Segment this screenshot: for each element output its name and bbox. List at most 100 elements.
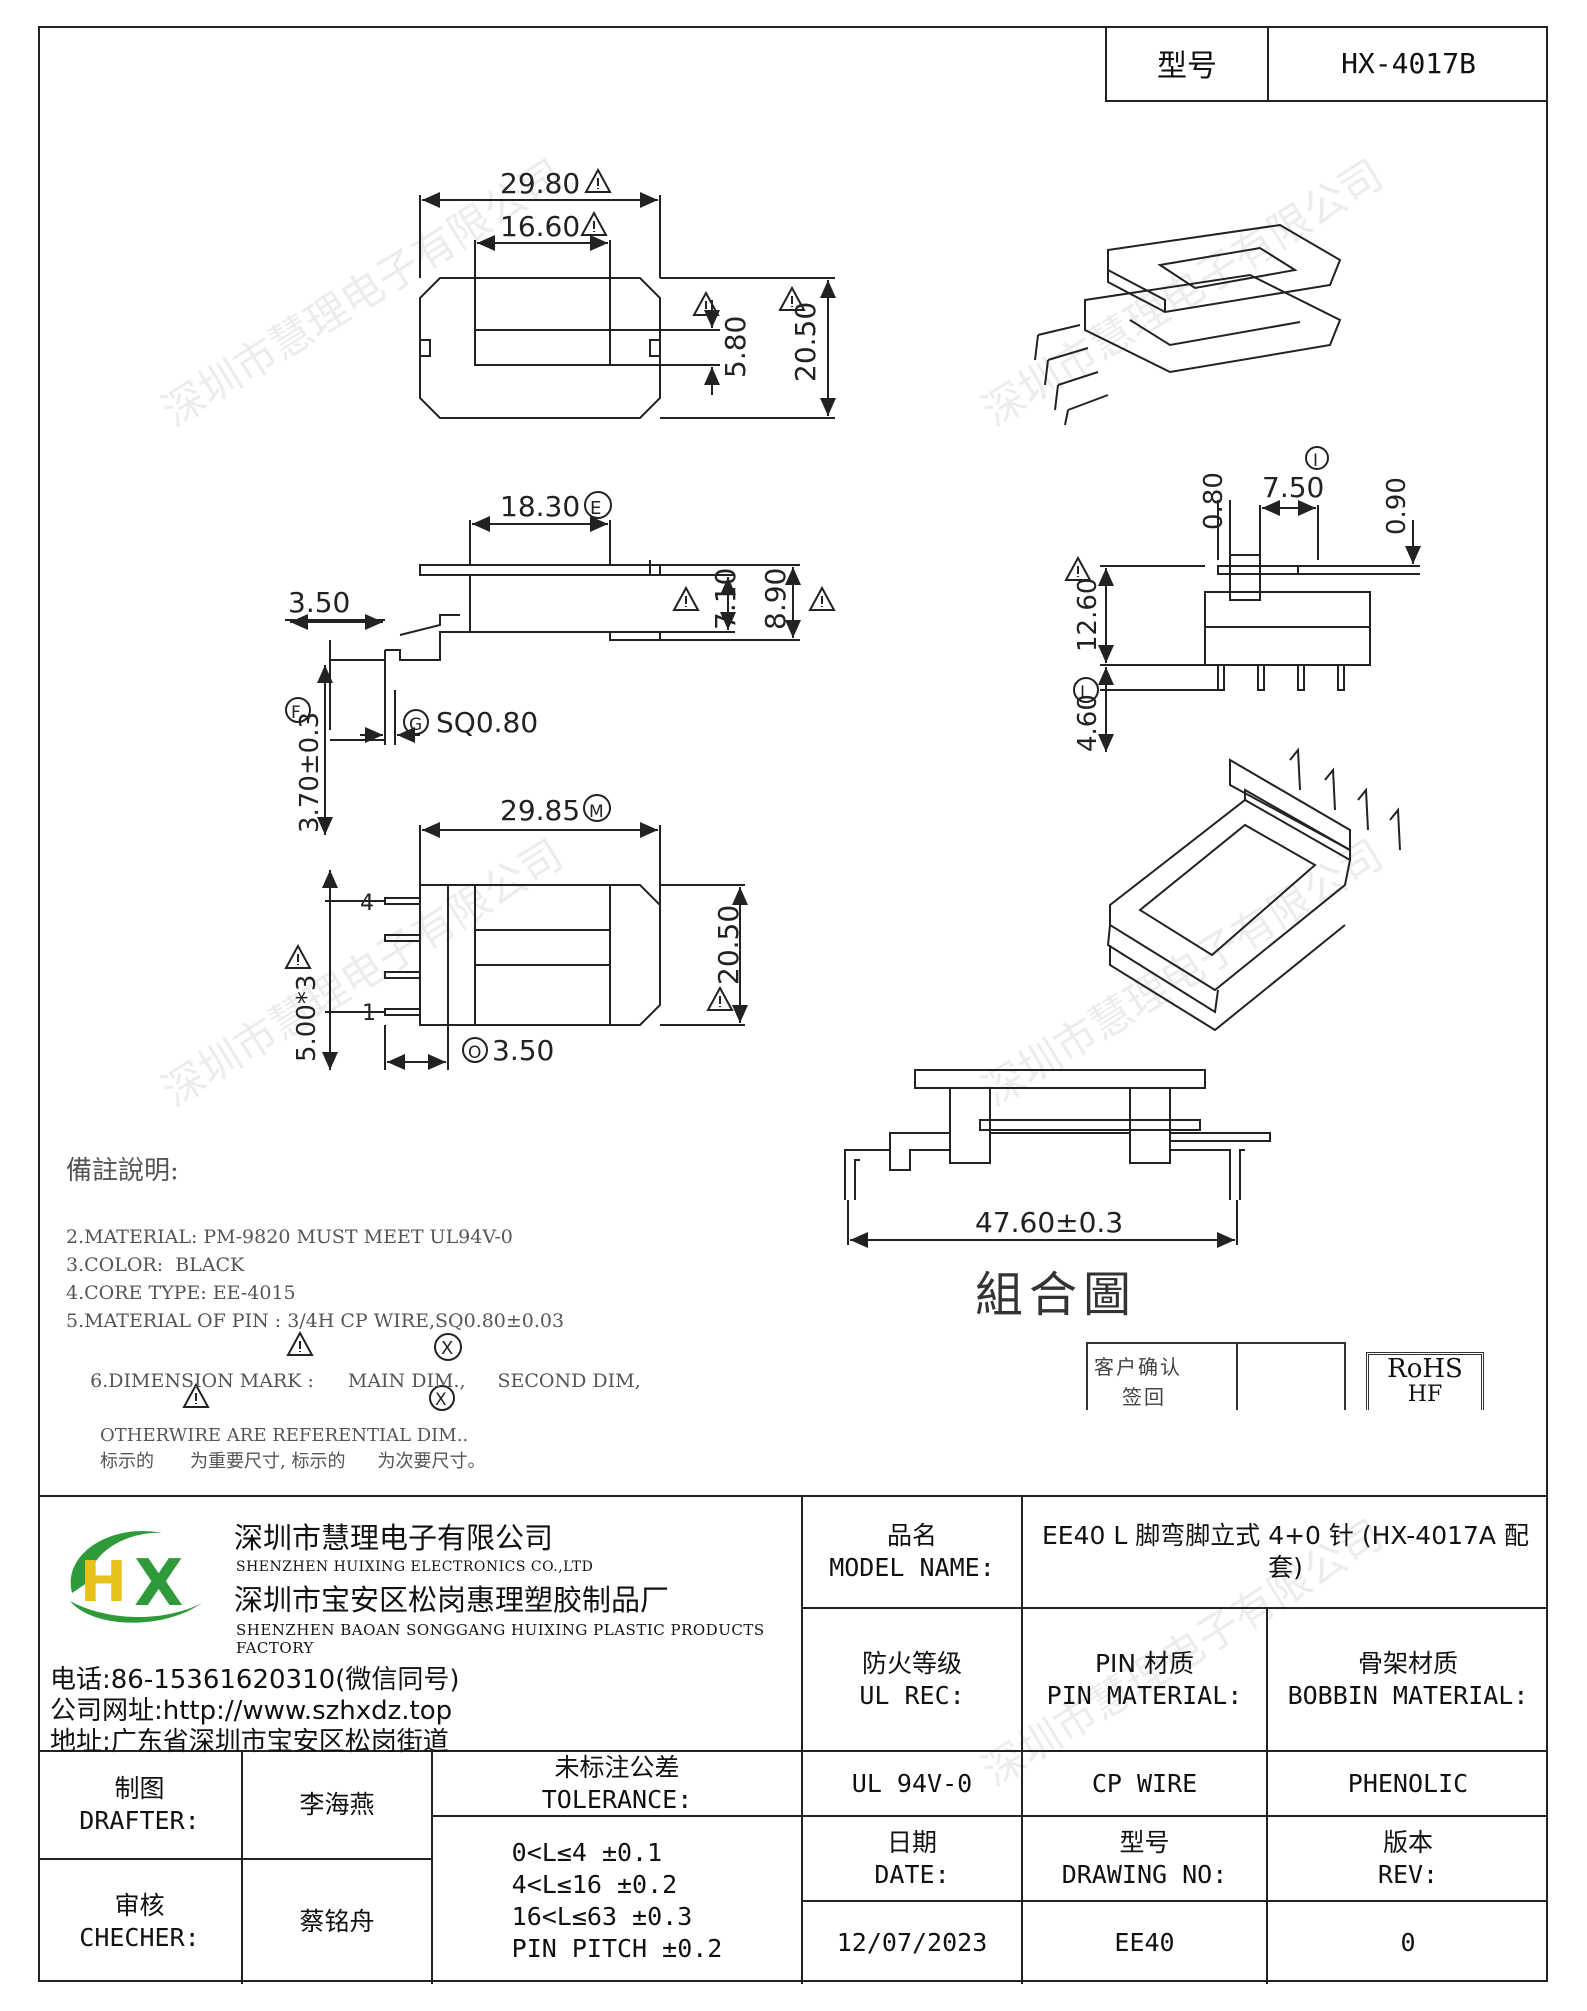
model-name-label-cn: 品名 [886,1521,937,1550]
checker-label: 审核 CHECHER: [38,1860,243,1984]
model-name-label-en: MODEL NAME: [829,1553,995,1582]
model-label: 型号 [1107,26,1269,100]
rev-label: 版本 REV: [1268,1817,1548,1902]
iso-view-top [1034,223,1342,426]
notes-block: 備註說明: 2.MATERIAL: PM-9820 MUST MEET UL94… [66,1150,686,1475]
tolerance-label: 未标注公差 TOLERANCE: [433,1752,803,1817]
mark-e: E [590,498,601,519]
bottom-view: 29.85 M 20.50 4 1 5.00*3 O 3.50 [285,794,748,1070]
company-logo-icon: H X [70,1531,202,1623]
dim-side-span: 18.30 [500,490,580,523]
customer-confirm-label: 客户确认 签回 [1088,1344,1238,1410]
dim-top-inner-width: 16.60 [500,210,580,243]
note-ref-dim: OTHERWIRE ARE REFERENTIAL DIM.. [100,1425,469,1446]
drafter-label-en: DRAFTER: [79,1806,200,1835]
drawing-no-value: EE40 [1023,1902,1268,1984]
pin-material-label-en: PIN MATERIAL: [1046,1680,1243,1710]
pin-material-label-cn: PIN 材质 [1094,1648,1195,1678]
mark-l: L [1080,683,1090,703]
dim-side-h2: 8.90 [759,568,792,630]
model-name-value: EE40 L 脚弯脚立式 4+0 针 (HX-4017A 配套) [1023,1497,1548,1609]
customer-confirm-line1: 客户确认 [1094,1355,1182,1379]
side-view: 18.30 E 7.10 8.90 3.50 3.70±0.3 F G SQ0.… [285,490,835,835]
checker-label-en: CHECHER: [79,1923,200,1952]
rev-label-cn: 版本 [1382,1827,1433,1857]
iso-view-middle [1106,747,1401,1032]
dim-side-pin-offset: 3.50 [288,586,350,619]
drawing-no-label-en: DRAWING NO: [1061,1859,1228,1889]
pin-label-4: 4 [360,891,374,916]
note-dim-prefix: 6.DIMENSION MARK : [90,1370,314,1392]
dim-end-pin-len: 4.60 [1073,694,1103,752]
mark-f: F [291,703,301,723]
model-value: HX-4017B [1341,46,1476,80]
company-address: 地址:广东省深圳市宝安区松岗街道 [50,1727,449,1757]
tolerance-label-en: TOLERANCE: [541,1784,693,1814]
pin-material-value: CP WIRE [1023,1752,1268,1817]
customer-confirm-line2: 签回 [1122,1385,1166,1409]
notes-heading: 備註說明: [66,1156,179,1186]
drafter-name: 李海燕 [243,1752,433,1860]
mark-g: G [409,715,422,735]
dim-end-width: 7.50 [1262,471,1324,504]
date-label-en: DATE: [874,1859,950,1889]
mark-o: O [468,1043,481,1063]
note-line: 2.MATERIAL: PM-9820 MUST MEET UL94V-0 [66,1226,513,1248]
checker-name: 蔡铭舟 [243,1860,433,1984]
company-name-en-1: SHENZHEN HUIXING ELECTRONICS CO.,LTD [236,1559,594,1575]
end-view: 7.50 I 0.80 0.90 12.60 4.60 L [1065,446,1421,752]
dim-side-h1: 7.10 [709,568,742,630]
note-cn-prefix: 标示的 [100,1451,154,1472]
model-header-box: 型号 HX-4017B [1105,26,1548,102]
checker-label-cn: 审核 [114,1891,165,1920]
note-line: 4.CORE TYPE: EE-4015 [66,1282,296,1304]
company-info: H X 深圳市慧理电子有限公司 SHENZHEN HUIXING ELECTRO… [38,1497,803,1757]
drafter-label: 制图 DRAFTER: [38,1752,243,1860]
dim-slot-height: 5.80 [719,316,752,378]
dim-bottom-pitch: 5.00*3 [292,975,322,1062]
rohs-line1: RoHS [1387,1354,1463,1384]
date-value: 12/07/2023 [803,1902,1023,1984]
drawing-no-label: 型号 DRAWING NO: [1023,1817,1268,1902]
note-line: 3.COLOR: BLACK [66,1254,245,1276]
dim-top-width: 29.80 [500,167,580,200]
rev-label-en: REV: [1377,1859,1439,1889]
note-main-dim: MAIN DIM., [347,1370,466,1392]
dim-end-flange: 0.90 [1382,477,1412,535]
ul-rec-value: UL 94V-0 [803,1752,1023,1817]
note-line-dim-mark: 6.DIMENSION MARK : MAIN DIM., SECOND DIM, [66,1339,686,1423]
ul-rec-label-en: UL REC: [859,1680,965,1710]
tolerance-lines: 0<L≤4 ±0.1 4<L≤16 ±0.2 16<L≤63 ±0.3 PIN … [512,1837,723,1965]
mark-m: M [589,802,604,822]
rohs-line2: HF [1407,1382,1443,1407]
tolerance-line: 0<L≤4 ±0.1 [511,1837,663,1867]
bobbin-material-label-cn: 骨架材质 [1357,1648,1458,1678]
svg-text:X: X [134,1547,183,1621]
note-cn-main: 为重要尺寸, 标示的 [190,1451,346,1472]
bobbin-material-label-en: BOBBIN MATERIAL: [1287,1680,1529,1710]
dim-side-pin-length: 3.70±0.3 [295,712,325,833]
model-name-label: 品名 MODEL NAME: [803,1497,1023,1609]
tolerance-line: PIN PITCH ±0.2 [511,1933,723,1963]
note-line: 5.MATERIAL OF PIN : 3/4H CP WIRE,SQ0.80±… [66,1310,565,1332]
assembly-title: 組合圖 [975,1267,1138,1323]
drafter-label-cn: 制图 [114,1774,165,1803]
date-label: 日期 DATE: [803,1817,1023,1902]
mark-i: I [1313,451,1318,471]
bobbin-material-value: PHENOLIC [1268,1752,1548,1817]
dim-end-pin-width: 0.80 [1199,472,1229,530]
customer-confirm-sign-area [1238,1344,1344,1410]
tolerance-line: 16<L≤63 ±0.3 [511,1901,693,1931]
note-second-dim: SECOND DIM, [497,1370,641,1392]
note-cn-second: 为次要尺寸。 [377,1451,486,1472]
pin-material-label: PIN 材质 PIN MATERIAL: [1023,1609,1268,1752]
pin-label-1: 1 [362,1001,376,1026]
rev-value: 0 [1400,1928,1416,1957]
company-website: 公司网址:http://www.szhxdz.top [50,1696,453,1726]
note-symbol-x: X [441,1338,453,1359]
company-name-en-2: SHENZHEN BAOAN SONGGANG HUIXING PLASTIC … [236,1621,765,1657]
ul-rec-label: 防火等级 UL REC: [803,1609,1023,1752]
drawing-no-label-cn: 型号 [1119,1827,1170,1857]
tolerance-label-cn: 未标注公差 [554,1752,680,1782]
date-label-cn: 日期 [886,1827,937,1857]
